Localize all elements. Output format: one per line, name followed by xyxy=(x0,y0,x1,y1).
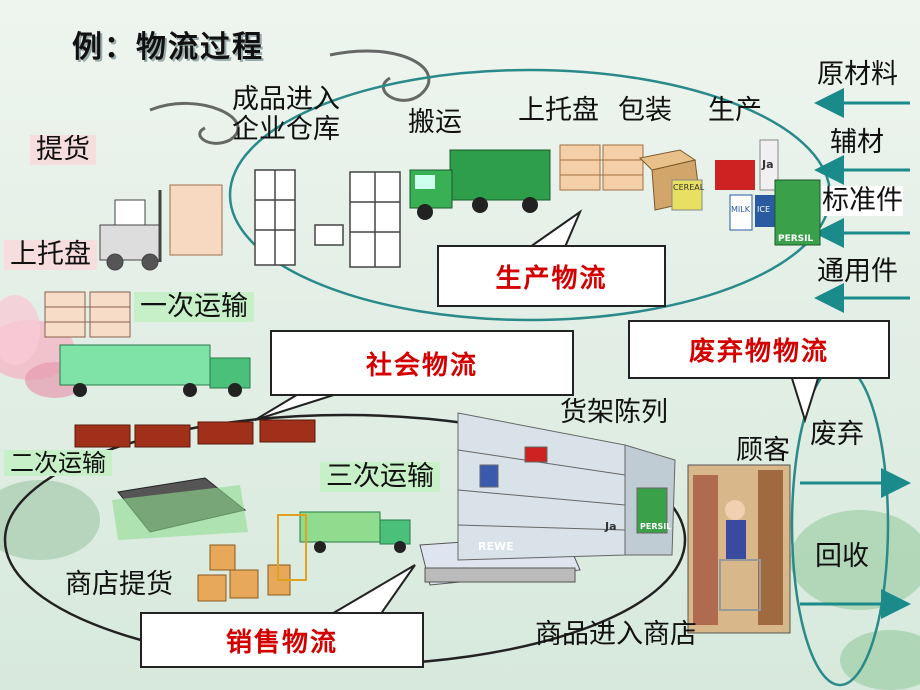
label-packaging: 包装 xyxy=(618,95,672,126)
shelf-display-icon xyxy=(457,412,676,561)
label-handling: 搬运 xyxy=(408,107,462,138)
label-palletize-top: 上托盘 xyxy=(518,95,599,126)
persil-label-shelf: PERSIL xyxy=(640,522,672,531)
train-icon xyxy=(74,419,316,448)
label-auxiliary-materials: 辅材 xyxy=(830,127,884,158)
third-transport-truck-icon xyxy=(299,511,411,553)
callout-waste-logistics: 废弃物物流 xyxy=(628,320,890,379)
label-common-parts: 通用件 xyxy=(817,256,898,287)
waste-callout-tail xyxy=(788,371,822,424)
callout-sales-logistics: 销售物流 xyxy=(140,612,424,668)
label-goods-to-store: 商品进入商店 xyxy=(535,619,697,650)
store-sign: REWE xyxy=(478,540,514,553)
ja-label-shelf: Ja xyxy=(605,520,617,533)
label-production: 生产 xyxy=(708,95,762,126)
production-callout-tail xyxy=(526,209,583,248)
label-standard-parts: 标准件 xyxy=(822,185,903,216)
scroll-ornament xyxy=(149,49,431,145)
customer-photo xyxy=(687,464,791,634)
sales-callout-tail xyxy=(326,564,416,616)
label-shelf-display: 货架陈列 xyxy=(560,397,668,428)
first-transport-truck-icon xyxy=(59,344,251,397)
pallet-boxes-top-icon xyxy=(559,144,644,191)
cereal-label: CEREAL xyxy=(673,183,705,192)
milk-label: MILK xyxy=(731,205,750,214)
label-customer: 顾客 xyxy=(736,435,790,466)
label-raw-materials: 原材料 xyxy=(817,59,898,90)
callout-social-logistics: 社会物流 xyxy=(270,330,574,396)
callout-production-logistics: 生产物流 xyxy=(437,245,666,307)
green-truck-icon xyxy=(409,149,551,220)
ja-label: Ja xyxy=(762,158,774,171)
label-second-transport: 二次运输 xyxy=(4,450,112,476)
lotus-decoration xyxy=(0,295,920,690)
label-finished-to-warehouse: 成品进入 企业仓库 xyxy=(232,84,340,145)
label-store-pickup: 商店提货 xyxy=(65,569,173,600)
distribution-center-icon xyxy=(112,477,248,540)
label-pickup: 提货 xyxy=(30,135,96,165)
label-third-transport: 三次运输 xyxy=(320,462,440,492)
persil-label: PERSIL xyxy=(778,234,814,244)
ice-label: ICE xyxy=(757,205,770,214)
forklift-icon xyxy=(99,184,223,271)
store-pickup-boxes-icon xyxy=(197,514,307,602)
label-discard: 废弃 xyxy=(810,419,864,450)
label-first-transport: 一次运输 xyxy=(134,292,254,322)
products-icon xyxy=(671,139,821,246)
warehouse-rack-icon xyxy=(254,169,401,268)
pallet-boxes-left-icon xyxy=(44,291,131,338)
page-title: 例：物流过程 xyxy=(72,30,264,65)
label-palletize-left: 上托盘 xyxy=(4,240,97,270)
label-recycle: 回收 xyxy=(815,541,869,572)
